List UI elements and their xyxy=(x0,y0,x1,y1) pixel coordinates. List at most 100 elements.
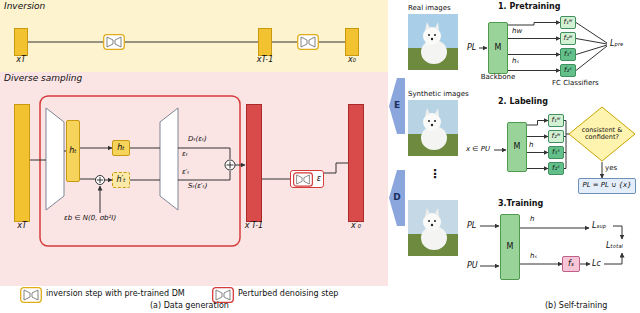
connector xyxy=(527,168,548,169)
node-text: h′ₜ xyxy=(116,176,125,185)
backbone-box: M xyxy=(507,122,527,172)
classifier-box: f₁ʷ xyxy=(548,114,564,127)
node-text: f₁ʷ xyxy=(552,117,561,125)
connector xyxy=(527,152,548,153)
latent-bar: xT xyxy=(14,104,30,222)
node-text: f₂ˢ xyxy=(564,67,572,75)
connector xyxy=(28,42,258,43)
connector xyxy=(520,264,562,265)
node-text: hₜ xyxy=(69,147,76,156)
section-title: 2. Labeling xyxy=(498,98,548,107)
latent-bar: x₀ xyxy=(345,28,359,56)
node-text: x′T-1 xyxy=(245,222,263,231)
classifier-box: f₂ʷ xyxy=(560,32,576,45)
math-label: PL xyxy=(467,222,476,231)
connector xyxy=(602,162,603,178)
node-text: xT xyxy=(17,222,27,231)
classifier-box: f₂ʷ xyxy=(548,130,564,143)
caption: (b) Self-training xyxy=(545,302,607,311)
node-text: f₁ˢ xyxy=(564,51,572,59)
connector xyxy=(508,38,560,39)
node-text: M xyxy=(507,243,514,252)
math-label: ε′ₜ xyxy=(182,169,189,177)
connector xyxy=(262,179,290,180)
node-caption: Backbone xyxy=(481,74,515,82)
loss-label: Lₚᵣₑ xyxy=(610,40,623,49)
latent-bar: xT xyxy=(14,28,28,56)
node-text: Diverse sampling xyxy=(4,74,82,84)
math-label: hw xyxy=(512,28,522,36)
classifier-box: f₁ˢ xyxy=(560,48,576,61)
math-label: x ∈ PU xyxy=(466,146,490,154)
backbone-box: M xyxy=(500,214,520,280)
math-label: hₛ xyxy=(512,58,519,66)
legend-text: Perturbed denoising step xyxy=(238,290,338,299)
math-label: εb ∈ N(0, σb²I) xyxy=(64,215,116,223)
group-label: FC Classifiers xyxy=(552,80,599,88)
node-text: f₂ʷ xyxy=(564,35,573,43)
classifier-box: f₂ˢ xyxy=(548,162,564,175)
latent-bar: x′T-1 xyxy=(246,104,262,222)
math-label: εₜ xyxy=(182,151,188,159)
math-label: PU xyxy=(467,262,478,271)
node-text: ε xyxy=(317,175,321,184)
backbone-box: MBackbone xyxy=(488,22,508,74)
node-text: f₁ˢ xyxy=(552,149,560,157)
math-label: Dₜ(εₜ) xyxy=(188,136,207,144)
node-text: f₁ʷ xyxy=(564,19,573,27)
legend-icon xyxy=(212,287,234,303)
loss-label: Lₜₒₜₐₗ xyxy=(606,242,623,251)
ellipsis: ⋮ xyxy=(429,168,441,181)
node-text: xT xyxy=(16,56,26,65)
node-text: Inversion xyxy=(4,2,45,12)
classifier-box: f₁ʷ xyxy=(560,16,576,29)
loss-label: Lc xyxy=(592,260,601,269)
connector xyxy=(508,54,560,55)
math-label: h xyxy=(530,216,534,224)
perturbed-feature-box: h′ₜ xyxy=(112,172,130,188)
math-label: h xyxy=(529,142,533,150)
legend-icon xyxy=(20,287,42,303)
loss-label: Lₛᵤₚ xyxy=(592,222,606,231)
node-text: fₛ xyxy=(568,260,574,269)
section-title: 1. Pretraining xyxy=(498,3,560,12)
legend-text: inversion step with pre-trained DM xyxy=(46,290,185,299)
connector xyxy=(508,70,560,71)
node-text: consistent & confident? xyxy=(578,127,626,141)
math-label: Sₜ(ε′ₜ) xyxy=(188,183,207,191)
classifier-box: fₛ xyxy=(562,256,580,272)
decision-diamond: consistent & confident? xyxy=(568,106,636,162)
math-label: PL xyxy=(467,44,476,53)
classifier-box: f₁ˢ xyxy=(548,146,564,159)
connector xyxy=(508,23,560,26)
node-text: Real images xyxy=(408,5,451,13)
perturbed-step-box: ε xyxy=(290,170,324,188)
node-text: PL = PL ∪ {x} xyxy=(582,182,631,190)
update-box: PL = PL ∪ {x} xyxy=(578,178,636,194)
node-text: x₀ xyxy=(348,56,356,65)
classifier-box: f₂ˢ xyxy=(560,64,576,77)
node-text: M xyxy=(514,143,521,152)
node-text: f₂ʷ xyxy=(552,133,561,141)
node-text: x′₀ xyxy=(351,222,361,231)
node-text: xT-1 xyxy=(257,56,273,65)
connector xyxy=(527,121,548,126)
feature-box: hₜ xyxy=(112,140,130,156)
sampling-band: Diverse sampling xT hₜ hₜ h′ₜ x′T-1 ε x′₀ xyxy=(0,72,388,286)
latent-bar: xT-1 xyxy=(258,28,272,56)
feature-bar: hₜ xyxy=(66,120,80,182)
encoder-arrow: E xyxy=(389,78,405,134)
image-photo: Real images xyxy=(408,14,458,70)
latent-bar: x′₀ xyxy=(348,104,364,222)
node-text: hₜ xyxy=(117,144,124,153)
node-text: Synthetic images xyxy=(408,91,469,99)
connector xyxy=(80,148,112,149)
connector xyxy=(527,136,548,137)
node-text: f₂ˢ xyxy=(552,165,560,173)
inversion-band: Inversion xT xT-1 x₀ xyxy=(0,0,388,72)
decoder-arrow: D xyxy=(389,170,405,226)
node-text: M xyxy=(495,44,502,53)
